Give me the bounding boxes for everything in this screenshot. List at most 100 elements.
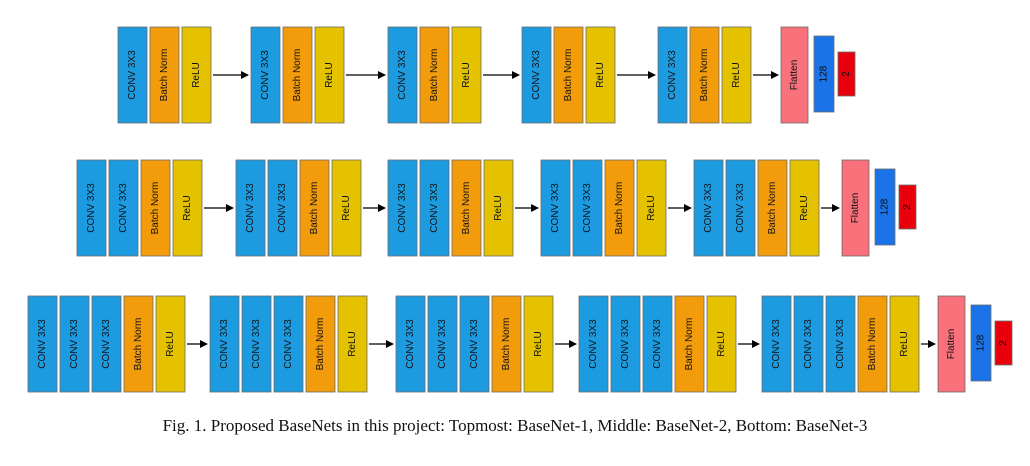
relu-layer-label: ReLU <box>182 195 193 221</box>
conv-layer-label: CONV 3X3 <box>803 319 814 369</box>
conv-layer <box>825 295 856 393</box>
conv-layer <box>209 295 240 393</box>
conv-layer <box>459 295 490 393</box>
dense-128-layer-label: 128 <box>819 65 830 82</box>
relu-layer-label: ReLU <box>731 62 742 88</box>
conv-layer-label: CONV 3X3 <box>835 319 846 369</box>
conv-layer <box>540 159 571 257</box>
batch-norm-layer-label: Batch Norm <box>501 318 512 371</box>
flatten-layer-label: Flatten <box>789 60 800 91</box>
relu-layer-label: ReLU <box>165 331 176 357</box>
relu-layer-label: ReLU <box>799 195 810 221</box>
conv-layer <box>657 26 688 124</box>
conv-layer-label: CONV 3X3 <box>550 183 561 233</box>
conv-layer-label: CONV 3X3 <box>437 319 448 369</box>
conv-layer-label: CONV 3X3 <box>37 319 48 369</box>
batch-norm-layer <box>140 159 171 257</box>
conv-layer-label: CONV 3X3 <box>397 50 408 100</box>
conv-layer-label: CONV 3X3 <box>620 319 631 369</box>
batch-norm-layer-label: Batch Norm <box>867 318 878 371</box>
batch-norm-layer <box>553 26 584 124</box>
conv-layer <box>27 295 58 393</box>
conv-layer <box>610 295 641 393</box>
relu-layer-label: ReLU <box>324 62 335 88</box>
relu-layer-label: ReLU <box>646 195 657 221</box>
batch-norm-layer <box>604 159 635 257</box>
batch-norm-layer-label: Batch Norm <box>159 49 170 102</box>
batch-norm-layer <box>282 26 313 124</box>
dense-2-layer-label: 2 <box>841 71 852 77</box>
batch-norm-layer <box>149 26 180 124</box>
dense-2-layer-label: 2 <box>902 204 913 210</box>
relu-layer-label: ReLU <box>341 195 352 221</box>
batch-norm-layer-label: Batch Norm <box>461 182 472 235</box>
conv-layer <box>761 295 792 393</box>
conv-layer <box>521 26 552 124</box>
conv-layer <box>642 295 673 393</box>
batch-norm-layer-label: Batch Norm <box>767 182 778 235</box>
relu-layer <box>789 159 820 257</box>
conv-layer-label: CONV 3X3 <box>118 183 129 233</box>
relu-layer <box>721 26 752 124</box>
batch-norm-layer <box>305 295 336 393</box>
dense-128-layer <box>970 304 992 382</box>
batch-norm-layer-label: Batch Norm <box>684 318 695 371</box>
batch-norm-layer <box>123 295 154 393</box>
relu-layer-label: ReLU <box>191 62 202 88</box>
conv-layer-label: CONV 3X3 <box>588 319 599 369</box>
conv-layer <box>725 159 756 257</box>
conv-layer-label: CONV 3X3 <box>86 183 97 233</box>
conv-layer-label: CONV 3X3 <box>429 183 440 233</box>
flatten-layer-label: Flatten <box>850 193 861 224</box>
conv-layer <box>117 26 148 124</box>
relu-layer <box>155 295 186 393</box>
conv-layer-label: CONV 3X3 <box>652 319 663 369</box>
batch-norm-layer <box>299 159 330 257</box>
relu-layer <box>337 295 368 393</box>
batch-norm-layer-label: Batch Norm <box>133 318 144 371</box>
conv-layer-label: CONV 3X3 <box>397 183 408 233</box>
conv-layer-label: CONV 3X3 <box>703 183 714 233</box>
conv-layer <box>267 159 298 257</box>
conv-layer <box>59 295 90 393</box>
relu-layer <box>706 295 737 393</box>
dense-128-layer-label: 128 <box>976 334 987 351</box>
flatten-layer <box>841 159 870 257</box>
conv-layer-label: CONV 3X3 <box>260 50 271 100</box>
conv-layer <box>235 159 266 257</box>
relu-layer-label: ReLU <box>461 62 472 88</box>
batch-norm-layer-label: Batch Norm <box>292 49 303 102</box>
relu-layer-label: ReLU <box>347 331 358 357</box>
conv-layer <box>395 295 426 393</box>
relu-layer <box>172 159 203 257</box>
batch-norm-layer-label: Batch Norm <box>309 182 320 235</box>
relu-layer <box>636 159 667 257</box>
conv-layer-label: CONV 3X3 <box>771 319 782 369</box>
flatten-layer <box>780 26 809 124</box>
relu-layer <box>331 159 362 257</box>
conv-layer <box>273 295 304 393</box>
conv-block: CONV 3X3 Batch Norm ReLU <box>250 26 345 124</box>
conv-layer-label: CONV 3X3 <box>127 50 138 100</box>
batch-norm-layer <box>491 295 522 393</box>
network-basenet-2: CONV 3X3 CONV 3X3 Batch Norm ReLU CONV 3X3 CO… <box>76 159 917 257</box>
dense-128-layer-label: 128 <box>880 198 891 215</box>
dense-128-layer <box>813 35 835 113</box>
conv-layer <box>572 159 603 257</box>
conv-layer <box>793 295 824 393</box>
dense-128-layer <box>874 168 896 246</box>
conv-layer <box>693 159 724 257</box>
relu-layer <box>181 26 212 124</box>
conv-layer <box>419 159 450 257</box>
conv-layer <box>427 295 458 393</box>
batch-norm-layer <box>419 26 450 124</box>
batch-norm-layer-label: Batch Norm <box>563 49 574 102</box>
dense-2-layer <box>994 320 1013 366</box>
figure-caption: Fig. 1. Proposed BaseNets in this projec… <box>162 416 868 435</box>
conv-layer <box>578 295 609 393</box>
